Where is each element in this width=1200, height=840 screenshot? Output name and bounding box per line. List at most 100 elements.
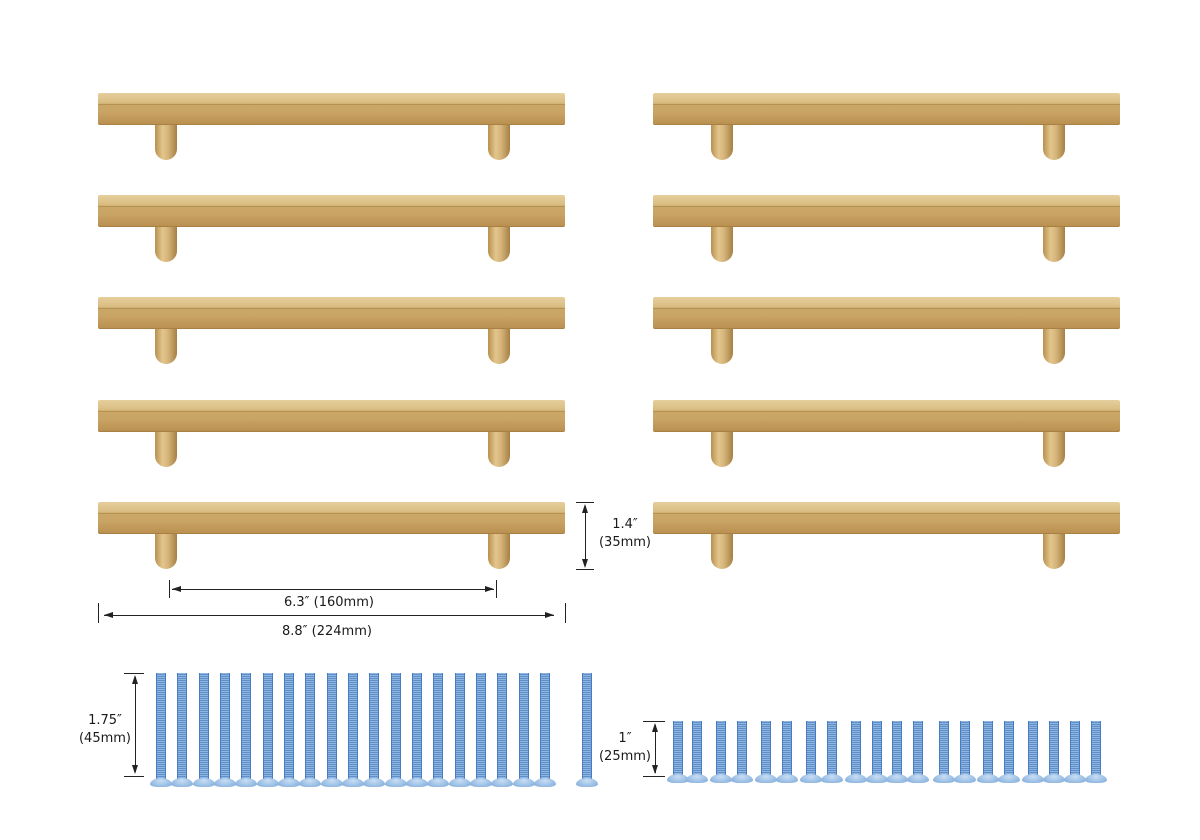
short-screw xyxy=(686,721,708,783)
arrow-down-icon xyxy=(582,559,588,568)
arrow-left-icon xyxy=(172,586,181,592)
handle-bar xyxy=(653,297,1120,329)
long-screw xyxy=(214,673,236,787)
dimension-tick xyxy=(124,673,144,674)
dimension-tick xyxy=(643,721,665,722)
projection-label: 1.4″ (35mm) xyxy=(596,516,654,552)
handle-bar xyxy=(653,195,1120,227)
long-screw xyxy=(470,673,492,787)
short-screw-label: 1″ (25mm) xyxy=(598,730,652,766)
handle-post xyxy=(711,227,733,262)
long-screw xyxy=(342,673,364,787)
handle-post xyxy=(488,432,510,467)
long-screw-mm: (45mm) xyxy=(78,731,131,746)
arrow-left-icon xyxy=(104,612,113,618)
dimension-tick xyxy=(576,502,594,503)
dimension-tick xyxy=(576,569,594,570)
short-screw xyxy=(1022,721,1044,783)
short-screw xyxy=(731,721,753,783)
long-screw-label: 1.75″ (45mm) xyxy=(78,712,132,748)
gold-bar-handle xyxy=(653,297,1120,369)
overall-length-label: 8.8″ (224mm) xyxy=(282,624,372,639)
gold-bar-handle xyxy=(98,400,565,472)
long-screw xyxy=(321,673,343,787)
long-screw xyxy=(534,673,556,787)
gold-bar-handle xyxy=(653,400,1120,472)
dimension-line xyxy=(172,589,494,590)
handle-bar xyxy=(98,297,565,329)
handle-post xyxy=(155,125,177,160)
gold-bar-handle xyxy=(98,93,565,165)
dimension-tick xyxy=(496,580,497,598)
dimension-line xyxy=(104,615,554,616)
handle-post xyxy=(1043,227,1065,262)
handle-bar xyxy=(98,93,565,125)
handle-bar xyxy=(98,400,565,432)
handle-post xyxy=(488,534,510,569)
long-screw xyxy=(150,673,172,787)
dimension-line xyxy=(135,677,136,772)
dimension-tick xyxy=(565,603,566,623)
handle-bar xyxy=(98,195,565,227)
long-screw xyxy=(193,673,215,787)
handle-post xyxy=(155,432,177,467)
arrow-down-icon xyxy=(652,765,658,774)
long-screw xyxy=(363,673,385,787)
gold-bar-handle xyxy=(653,195,1120,267)
short-screw xyxy=(1085,721,1107,783)
long-screw xyxy=(491,673,513,787)
handle-post xyxy=(1043,329,1065,364)
gold-bar-handle xyxy=(98,297,565,369)
short-screw xyxy=(710,721,732,783)
handle-bar xyxy=(653,93,1120,125)
dimension-tick xyxy=(643,776,665,777)
arrow-right-icon xyxy=(485,586,494,592)
short-screw xyxy=(886,721,908,783)
short-screw xyxy=(866,721,888,783)
arrow-up-icon xyxy=(652,723,658,732)
long-screw xyxy=(576,673,598,787)
short-screw xyxy=(755,721,777,783)
long-screw xyxy=(406,673,428,787)
short-screw xyxy=(845,721,867,783)
short-screw xyxy=(1064,721,1086,783)
long-screw xyxy=(385,673,407,787)
long-screw xyxy=(278,673,300,787)
long-screw xyxy=(235,673,257,787)
long-screw xyxy=(449,673,471,787)
handle-post xyxy=(1043,125,1065,160)
handle-post xyxy=(711,432,733,467)
dimension-line xyxy=(585,506,586,566)
handle-post xyxy=(488,227,510,262)
dimension-line xyxy=(655,725,656,773)
long-screw-inches: 1.75″ xyxy=(88,713,122,728)
short-screw xyxy=(998,721,1020,783)
gold-bar-handle xyxy=(98,502,565,574)
gold-bar-handle xyxy=(653,93,1120,165)
short-screw xyxy=(907,721,929,783)
handle-bar xyxy=(653,400,1120,432)
short-screw xyxy=(933,721,955,783)
short-screw xyxy=(977,721,999,783)
arrow-up-icon xyxy=(582,504,588,513)
short-screw xyxy=(800,721,822,783)
short-screw xyxy=(776,721,798,783)
hole-spacing-label: 6.3″ (160mm) xyxy=(284,595,374,610)
long-screw xyxy=(171,673,193,787)
long-screw xyxy=(427,673,449,787)
arrow-down-icon xyxy=(132,765,138,774)
handle-post xyxy=(488,125,510,160)
dimension-tick xyxy=(124,776,144,777)
short-screw-inches: 1″ xyxy=(618,731,632,746)
gold-bar-handle xyxy=(98,195,565,267)
dimension-tick xyxy=(169,580,170,598)
short-screw xyxy=(954,721,976,783)
short-screw xyxy=(1043,721,1065,783)
gold-bar-handle xyxy=(653,502,1120,574)
handle-post xyxy=(155,329,177,364)
handle-post xyxy=(1043,432,1065,467)
handle-bar xyxy=(653,502,1120,534)
projection-inches: 1.4″ xyxy=(612,517,638,532)
long-screw xyxy=(257,673,279,787)
handle-post xyxy=(155,227,177,262)
